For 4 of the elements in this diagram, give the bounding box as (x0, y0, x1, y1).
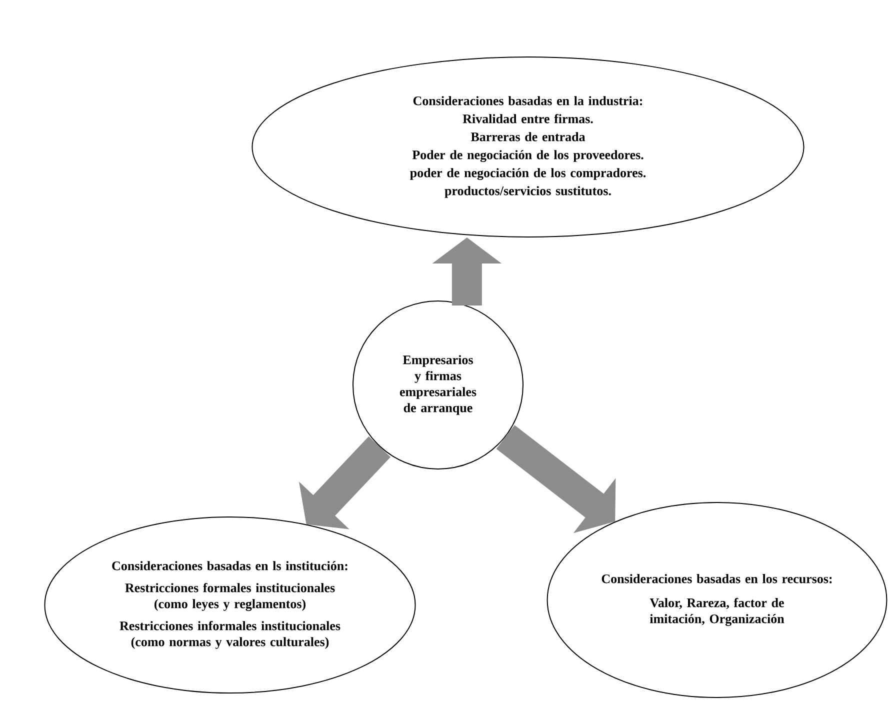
ellipse-node: Consideraciones basadas en la industria: Rivalidad entre firmas. Barreras de entrada Poder de negociación de los proveedores. poder de negociación de los compradores. productos/servicios sustitutos. (252, 56, 804, 238)
ellipse-node: Consideraciones basadas en los recursos: Valor, Rareza, factor de imitación, Organización (546, 502, 888, 698)
ellipse-node: Empresarios y firmas empresariales de arranque (352, 300, 524, 470)
ellipse-node: Consideraciones basadas en ls institución: Restricciones formales institucionales (como leyes y reglamentos) Restricciones informales institucionales (como normas y valores culturales) (44, 516, 416, 694)
